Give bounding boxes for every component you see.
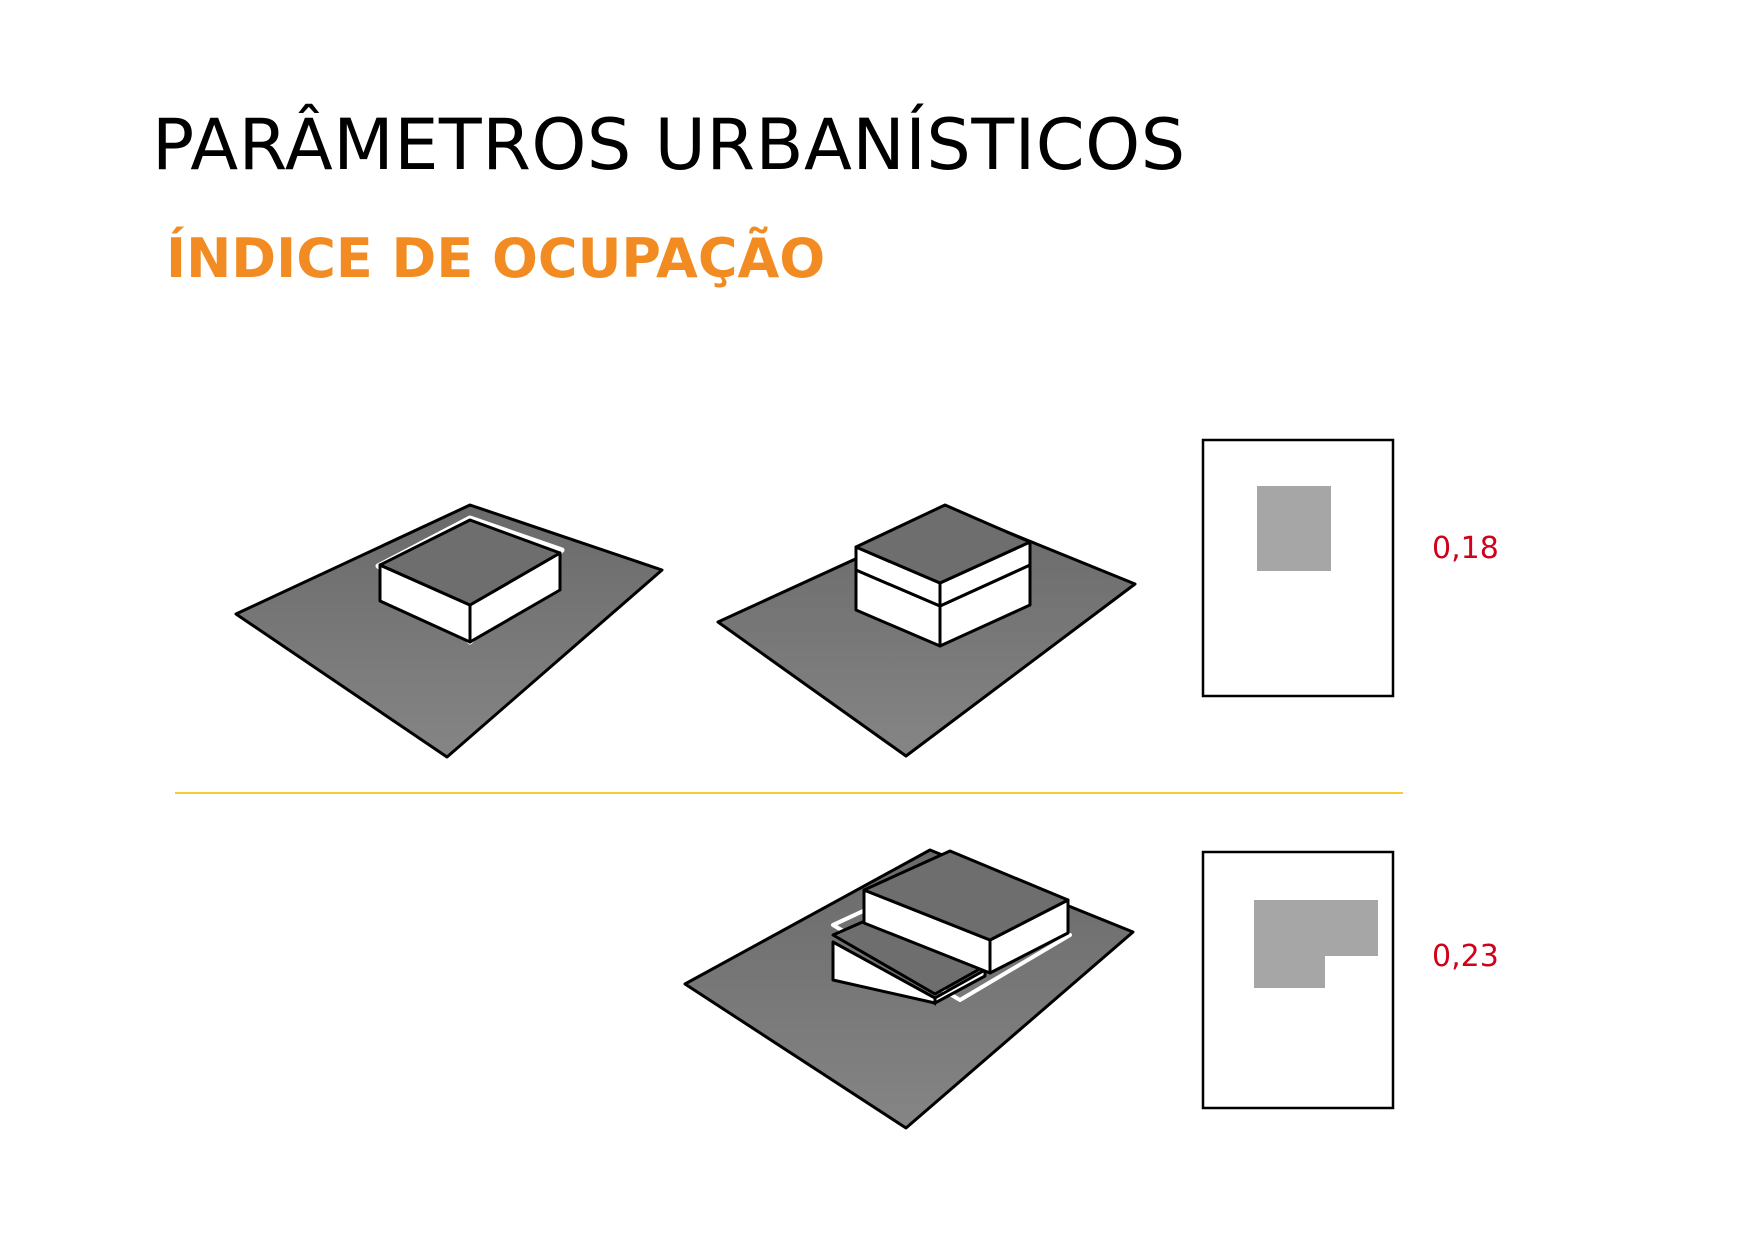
plan-footprint-2 bbox=[1201, 850, 1395, 1110]
occupancy-value-1: 0,18 bbox=[1432, 531, 1499, 566]
building-single-storey bbox=[378, 518, 562, 644]
row-divider bbox=[175, 792, 1403, 794]
occupancy-value-2: 0,23 bbox=[1432, 939, 1499, 974]
building-two-storey bbox=[854, 503, 1032, 648]
plan-footprint-1 bbox=[1201, 438, 1395, 698]
section-subtitle: ÍNDICE DE OCUPAÇÃO bbox=[166, 227, 826, 290]
building-l-shaped bbox=[831, 849, 1070, 1006]
page-title: PARÂMETROS URBANÍSTICOS bbox=[152, 104, 1186, 186]
